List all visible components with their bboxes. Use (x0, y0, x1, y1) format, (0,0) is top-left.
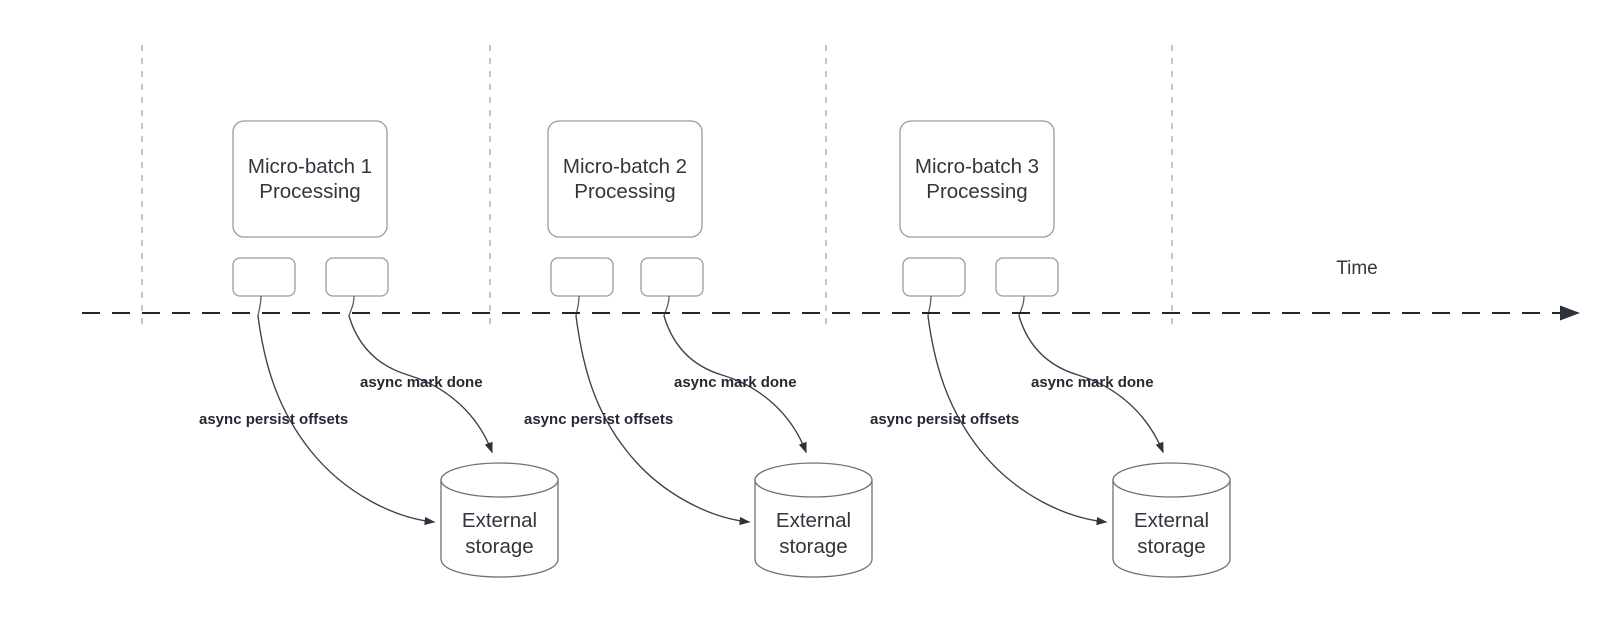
task-1a-stub (257, 295, 262, 317)
persist-offsets-label-2: async persist offsets (524, 411, 673, 428)
persist-offsets-curve-3 (927, 315, 1108, 526)
external-storage-3-line1: External (1134, 509, 1209, 532)
external-storage-2[interactable] (754, 462, 873, 578)
microbatch-1-box[interactable] (232, 120, 388, 238)
microbatch-3-label-line1: Micro-batch 3 (915, 155, 1039, 178)
mark-done-curve-2 (663, 315, 807, 454)
group-1: Micro-batch 1 Processing async persist o… (199, 120, 559, 578)
external-storage-3[interactable] (1112, 462, 1231, 578)
task-box-3a[interactable] (902, 257, 966, 297)
task-box-2b[interactable] (640, 257, 704, 297)
mark-done-curve-3 (1018, 315, 1164, 454)
microbatch-3-label-line2: Processing (926, 180, 1027, 203)
task-box-1a[interactable] (232, 257, 296, 297)
vertical-dividers (141, 45, 1173, 330)
external-storage-3-line2: storage (1137, 535, 1205, 558)
external-storage-2-line1: External (776, 509, 851, 532)
mark-done-label-1: async mark done (360, 374, 483, 391)
mark-done-label-2: async mark done (674, 374, 797, 391)
task-box-3b[interactable] (995, 257, 1059, 297)
external-storage-2-line2: storage (779, 535, 847, 558)
timeline-arrowhead (1560, 305, 1580, 321)
persist-offsets-label-3: async persist offsets (870, 411, 1019, 428)
time-axis-label: Time (1336, 258, 1378, 279)
task-3b-stub (1018, 295, 1025, 317)
microbatch-1-label-line1: Micro-batch 1 (248, 155, 372, 178)
mark-done-curve-1 (348, 315, 493, 454)
task-2b-stub (663, 295, 670, 317)
external-storage-1-line2: storage (465, 535, 533, 558)
timeline-axis: Time (82, 258, 1580, 321)
microbatch-2-label-line2: Processing (574, 180, 675, 203)
persist-offsets-curve-1 (257, 315, 436, 526)
task-box-1b[interactable] (325, 257, 389, 297)
group-3: Micro-batch 3 Processing async persist o… (870, 120, 1231, 578)
group-2: Micro-batch 2 Processing async persist o… (524, 120, 873, 578)
mark-done-label-3: async mark done (1031, 374, 1154, 391)
persist-offsets-curve-2 (575, 315, 751, 526)
microbatch-2-box[interactable] (547, 120, 703, 238)
task-1b-stub (348, 295, 355, 317)
external-storage-1-line1: External (462, 509, 537, 532)
persist-offsets-label-1: async persist offsets (199, 411, 348, 428)
external-storage-1[interactable] (440, 462, 559, 578)
task-3a-stub (927, 295, 932, 317)
microbatch-2-label-line1: Micro-batch 2 (563, 155, 687, 178)
task-2a-stub (575, 295, 580, 317)
task-box-2a[interactable] (550, 257, 614, 297)
microbatch-3-box[interactable] (899, 120, 1055, 238)
microbatch-1-label-line2: Processing (259, 180, 360, 203)
